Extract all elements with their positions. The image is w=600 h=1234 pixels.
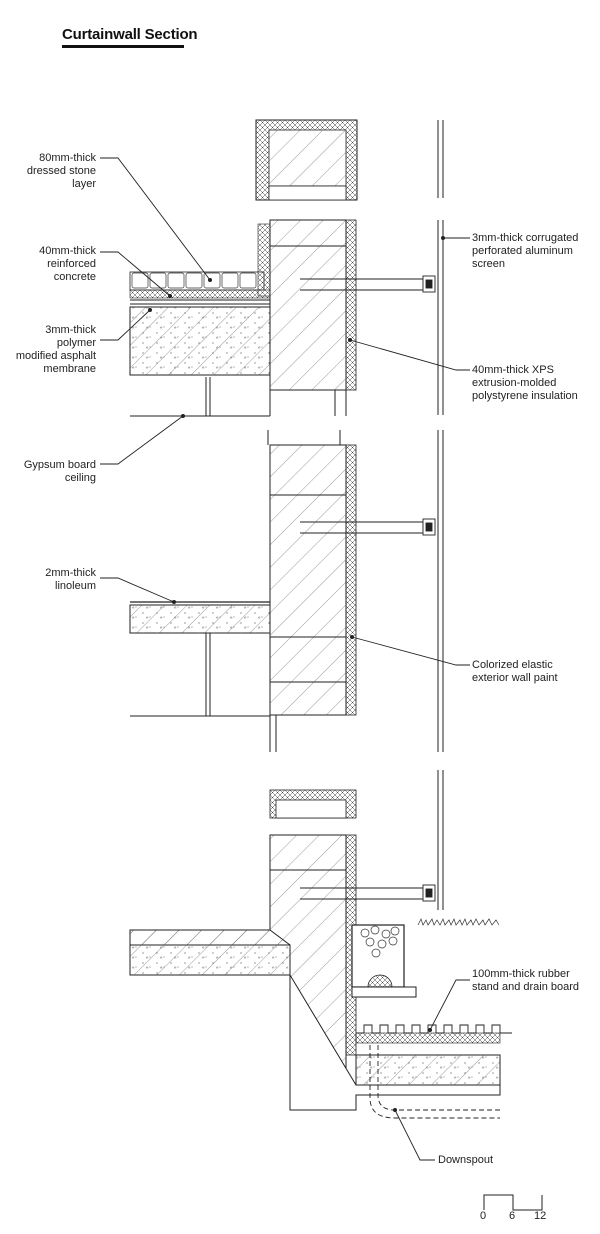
- label-aluminum-screen: 3mm-thick corrugated perforated aluminum…: [472, 232, 579, 270]
- scale-tick-6: 6: [509, 1210, 516, 1222]
- label-gypsum-ceiling: Gypsum board ceiling: [23, 459, 96, 484]
- roof-assembly: [129, 219, 357, 417]
- scale-tick-0: 0: [480, 1210, 487, 1222]
- middle-floor-assembly: [129, 430, 357, 752]
- aluminum-screen: [300, 120, 444, 910]
- label-reinforced-concrete: 40mm-thick reinforced concrete: [39, 245, 96, 283]
- scale-tick-12: 12: [534, 1210, 547, 1222]
- label-exterior-paint: Colorized elastic exterior wall paint: [472, 659, 558, 684]
- label-downspout: Downspout: [438, 1154, 494, 1166]
- scale-bar: [483, 1194, 543, 1211]
- label-drain-board: 100mm-thick rubber stand and drain board: [472, 968, 580, 993]
- drawing-title: Curtainwall Section: [62, 26, 198, 43]
- ground-floor-assembly: [129, 789, 512, 1119]
- label-asphalt-membrane: 3mm-thick polymer modified asphalt membr…: [15, 324, 96, 375]
- label-dressed-stone: 80mm-thick dressed stone layer: [26, 152, 96, 190]
- leader-lines: [100, 157, 470, 1161]
- parapet-block: [255, 119, 358, 201]
- leader-dots: [148, 236, 445, 1112]
- label-linoleum: 2mm-thick linoleum: [45, 567, 96, 592]
- title-underline: [62, 45, 184, 48]
- label-xps-insulation: 40mm-thick XPS extrusion-molded polystyr…: [472, 364, 578, 402]
